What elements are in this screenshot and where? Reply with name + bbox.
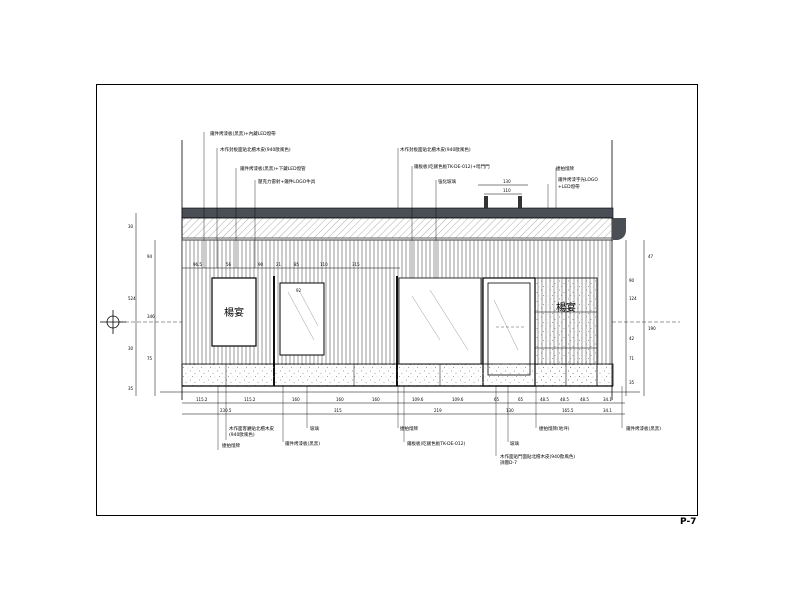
- ceiling-bulkhead: [181, 196, 626, 241]
- dim-b1-4: 160: [372, 397, 380, 402]
- label-top-7: 強化玻璃: [438, 178, 456, 185]
- dim-r-1: 90: [629, 278, 635, 283]
- right-sign-text: 楊宴: [556, 301, 576, 314]
- dim-b2-5: 34.1: [603, 408, 612, 413]
- base-plinth: [181, 363, 614, 387]
- dim-top-3: 21: [276, 262, 282, 267]
- label-bottom-5: 玻璃: [310, 425, 319, 432]
- dim-b1-12: 34.1: [603, 397, 612, 402]
- dim-b1-3: 160: [336, 397, 344, 402]
- dim-l-5: 75: [147, 356, 153, 361]
- dim-l-1: 94: [147, 254, 153, 259]
- dim-b2-1: 315: [334, 408, 342, 413]
- dim-l-4: 30: [128, 346, 134, 351]
- label-bottom-12: 鐵件烤漆板(黑黑): [626, 425, 661, 432]
- dim-b2-2: 219: [434, 408, 442, 413]
- dim-l-6: 35: [128, 386, 134, 391]
- label-bottom-10: 木作面貼門面貼北檀木皮(940歐風色): [500, 453, 575, 460]
- bottom-leader-lines: [217, 386, 623, 456]
- sheet-frame: [96, 84, 698, 516]
- label-top-1: 鐵件烤漆板(黑黑)+內藏LED燈帶: [210, 130, 276, 137]
- partition-walls: [273, 276, 398, 386]
- dim-top-8: 110: [503, 188, 511, 193]
- dim-b1-11: 48.5: [580, 397, 589, 402]
- dim-b1-10: 48.5: [560, 397, 569, 402]
- label-top-9: +LED燈帶: [558, 183, 580, 190]
- label-bottom-7: 鐵板板(吃飯色板TK-DE-012): [407, 440, 466, 447]
- dim-b1-9: 48.5: [540, 397, 549, 402]
- dim-r-5: 71: [629, 356, 635, 361]
- top-annotations: 鐵件烤漆板(黑黑)+內藏LED燈帶 木作封板面貼北檀木皮(940歐風色) 鐵件烤…: [210, 130, 598, 190]
- dim-top-7: 130: [503, 179, 511, 184]
- label-bottom-8: 玻璃: [510, 440, 519, 447]
- label-bottom-1: 木作面客廳貼北檀木皮: [229, 425, 274, 432]
- dimension-values: 96.5 56 90 21 85 110 315 130 110 92 115.…: [128, 179, 656, 413]
- label-bottom-2: (940歐風色): [229, 431, 255, 438]
- bottom-annotations: 木作面客廳貼北檀木皮 (940歐風色) 捷拍燈牌 鐵件烤漆板(黑黑) 玻璃 捷拍…: [222, 425, 661, 466]
- dim-b2-3: 130: [506, 408, 514, 413]
- dim-l-2: 524: [128, 296, 136, 301]
- label-bottom-6: 捷拍燈牌: [400, 425, 418, 432]
- dim-mid-0: 92: [296, 288, 302, 293]
- dim-b2-4: 165.5: [562, 408, 574, 413]
- dim-top-2: 90: [258, 262, 264, 267]
- dim-b1-1: 115.2: [244, 397, 256, 402]
- dim-r-6: 35: [629, 380, 635, 385]
- dim-b1-8: 65: [518, 397, 524, 402]
- label-bottom-11: 詳圖D-7: [500, 459, 517, 466]
- dim-l-0: 30: [128, 224, 134, 229]
- label-bottom-9: 捷拍燈牌(地坪): [539, 425, 570, 432]
- dim-b1-7: 65: [494, 397, 500, 402]
- bottom-dimension-lines: [182, 402, 625, 415]
- label-bottom-3: 捷拍燈牌: [222, 442, 240, 449]
- dim-top-6: 315: [352, 262, 360, 267]
- label-top-4: 壓克力雷射+鐵件LOGO牛具: [258, 178, 316, 185]
- dim-r-4: 42: [629, 336, 635, 341]
- label-top-8: 鐵件烤漆字光LOGO: [558, 176, 598, 183]
- dim-top-5: 110: [320, 262, 328, 267]
- left-sign-text: 楊宴: [224, 306, 244, 319]
- dim-top-0: 96.5: [193, 262, 202, 267]
- label-top-2: 木作封板面貼北檀木皮(940歐風色): [220, 146, 291, 153]
- glass-panel: [398, 277, 482, 365]
- dim-b1-5: 109.6: [412, 397, 424, 402]
- dim-b1-2: 160: [292, 397, 300, 402]
- dim-r-3: 190: [648, 326, 656, 331]
- page-number: P-7: [680, 517, 697, 527]
- label-bottom-4: 鐵件烤漆板(黑黑): [285, 440, 320, 447]
- top-dimension-lines: [182, 184, 528, 269]
- dim-top-1: 56: [226, 262, 232, 267]
- middle-framed-panel: [279, 282, 325, 356]
- dim-b1-6: 109.6: [452, 397, 464, 402]
- dim-b1-0: 115.2: [196, 397, 208, 402]
- label-top-10: 捷拍燈牌: [556, 165, 574, 172]
- dim-top-4: 85: [294, 262, 300, 267]
- dim-r-2: 124: [629, 296, 637, 301]
- section-marker: [100, 310, 680, 334]
- dim-b2-0: 230.5: [220, 408, 232, 413]
- label-top-3: 鐵件烤漆板(黑黑)+下藏LED燈管: [240, 165, 306, 172]
- dim-r-0: 47: [648, 254, 654, 259]
- vertical-dimension-lines: [135, 213, 645, 396]
- dim-l-3: 346: [147, 314, 155, 319]
- left-sign-panel: 楊宴: [211, 277, 257, 347]
- label-top-5: 木作封板面貼北檀木皮(940歐風色): [400, 146, 471, 153]
- top-leader-lines: [203, 132, 557, 278]
- label-top-6: 鐵板板(吃飯色板TK-DE-012)+暗門門: [414, 163, 490, 170]
